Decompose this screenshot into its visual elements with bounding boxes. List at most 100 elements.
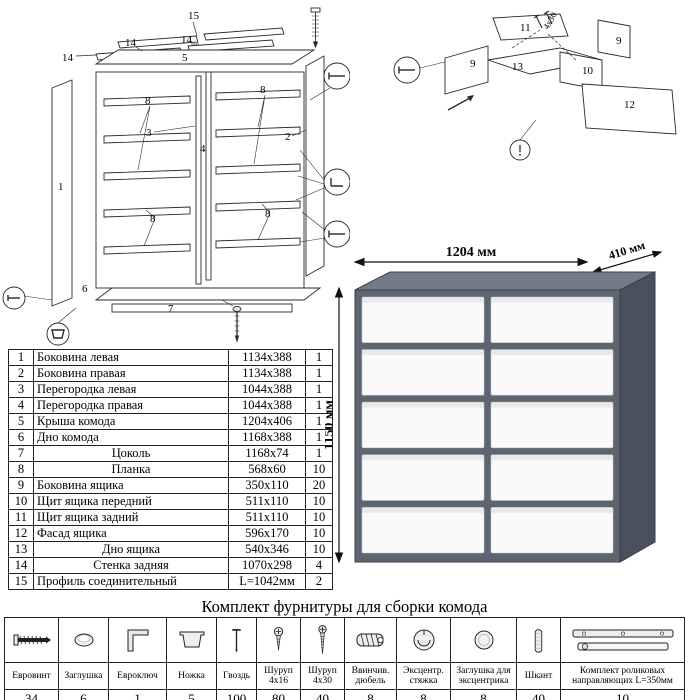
hardware-qty: 100 bbox=[216, 689, 257, 700]
callout-label: 5 bbox=[182, 52, 188, 64]
hardware-qty-row: 34 6 1 5 100 80 40 8 8 8 40 10 bbox=[4, 689, 685, 700]
part-qty: 2 bbox=[305, 573, 333, 590]
dresser-render: 1204 мм 410 мм 1150 мм bbox=[325, 240, 663, 564]
hardware-name: Заглушка для эксцентрика bbox=[450, 662, 517, 690]
part-qty: 1 bbox=[305, 349, 333, 366]
part-size: 1134x388 bbox=[228, 349, 306, 366]
hardware-qty: 40 bbox=[516, 689, 561, 700]
exploded-callouts: 15 14 14 14 5 1 2 3 4 8 8 8 8 6 7 bbox=[58, 10, 291, 315]
part-name: Профиль соединительный bbox=[33, 573, 229, 590]
part-name: Боковина левая bbox=[33, 349, 229, 366]
hardware-table: Евровинт Заглушка Евроключ Ножка Гвоздь … bbox=[4, 617, 685, 700]
part-num: 2 bbox=[8, 365, 34, 382]
callout-label: 1 bbox=[58, 181, 64, 193]
callout-label: 9 bbox=[616, 35, 622, 47]
part-size: 511x110 bbox=[228, 509, 306, 526]
drawer-fronts bbox=[361, 296, 614, 554]
callout-label: 8 bbox=[145, 95, 151, 107]
part-name: Перегородка правая bbox=[33, 397, 229, 414]
part-num: 1 bbox=[8, 349, 34, 366]
part-num: 6 bbox=[8, 429, 34, 446]
callout-label: 8 bbox=[150, 213, 156, 225]
part-qty: 1 bbox=[305, 397, 333, 414]
part-name: Щит ящика задний bbox=[33, 509, 229, 526]
part-num: 10 bbox=[8, 493, 34, 510]
hardware-name: Шкант bbox=[516, 662, 561, 690]
hardware-name: Шуруп 4x30 bbox=[300, 662, 345, 690]
part-num: 5 bbox=[8, 413, 34, 430]
part-num: 12 bbox=[8, 525, 34, 542]
hardware-icons-row bbox=[4, 617, 685, 663]
part-name: Стенка задняя bbox=[33, 557, 229, 574]
dowel-icon bbox=[534, 629, 543, 653]
exploded-assembly-diagram: 15 14 14 14 5 1 2 3 4 8 8 8 8 6 7 bbox=[2, 7, 350, 346]
part-qty: 1 bbox=[305, 413, 333, 430]
part-size: 350x110 bbox=[228, 477, 306, 494]
part-num: 8 bbox=[8, 461, 34, 478]
callout-label: 8 bbox=[260, 84, 266, 96]
callout-label: 12 bbox=[624, 99, 635, 111]
part-qty: 1 bbox=[305, 381, 333, 398]
callout-label: 7 bbox=[168, 303, 174, 315]
part-qty: 10 bbox=[305, 461, 333, 478]
leader-lines bbox=[7, 21, 345, 343]
hardware-name: Ножка bbox=[166, 662, 217, 690]
hardware-names-row: Евровинт Заглушка Евроключ Ножка Гвоздь … bbox=[4, 662, 685, 690]
hardware-qty: 1 bbox=[108, 689, 167, 700]
callout-label: 13 bbox=[512, 61, 524, 73]
drawer-assembly-diagram: 11 9 9 13 10 12 4x30 bbox=[393, 10, 677, 161]
part-size: 1168x74 bbox=[228, 445, 306, 462]
part-qty: 10 bbox=[305, 525, 333, 542]
cabinet-parts bbox=[2, 7, 350, 346]
drawer-leaders bbox=[398, 10, 577, 156]
hardware-name: Евровинт bbox=[4, 662, 59, 690]
width-dimension: 1204 мм bbox=[446, 245, 497, 260]
part-num: 3 bbox=[8, 381, 34, 398]
callout-label: 4 bbox=[200, 143, 206, 155]
hardware-name: Гвоздь bbox=[216, 662, 257, 690]
callout-label: 11 bbox=[520, 22, 531, 34]
hardware-qty: 80 bbox=[256, 689, 301, 700]
callout-label: 14 bbox=[125, 37, 137, 49]
hardware-name: Евроключ bbox=[108, 662, 167, 690]
part-num: 13 bbox=[8, 541, 34, 558]
part-name: Крыша комода bbox=[33, 413, 229, 430]
part-size: 1204x406 bbox=[228, 413, 306, 430]
cam-lock-icon bbox=[413, 629, 434, 651]
part-size: 596x170 bbox=[228, 525, 306, 542]
nail-icon bbox=[232, 629, 241, 653]
part-qty: 1 bbox=[305, 445, 333, 462]
part-qty: 1 bbox=[305, 365, 333, 382]
hardware-qty: 34 bbox=[4, 689, 59, 700]
leg-icon bbox=[179, 631, 204, 648]
hex-key-icon bbox=[127, 629, 148, 652]
part-qty: 4 bbox=[305, 557, 333, 574]
part-size: 1168x388 bbox=[228, 429, 306, 446]
callout-label: 14 bbox=[62, 52, 74, 64]
part-qty: 10 bbox=[305, 493, 333, 510]
hardware-name: Заглушка bbox=[58, 662, 109, 690]
part-qty: 10 bbox=[305, 541, 333, 558]
part-size: 1044x388 bbox=[228, 381, 306, 398]
part-name: Планка bbox=[33, 461, 229, 478]
hardware-qty: 6 bbox=[58, 689, 109, 700]
part-name: Перегородка левая bbox=[33, 381, 229, 398]
part-size: 511x110 bbox=[228, 493, 306, 510]
hardware-qty: 8 bbox=[396, 689, 451, 700]
part-name: Щит ящика передний bbox=[33, 493, 229, 510]
hardware-name: Ввинчив. дюбель bbox=[344, 662, 397, 690]
hardware-qty: 8 bbox=[450, 689, 517, 700]
depth-dimension: 410 мм bbox=[607, 240, 647, 262]
part-name: Боковина ящика bbox=[33, 477, 229, 494]
